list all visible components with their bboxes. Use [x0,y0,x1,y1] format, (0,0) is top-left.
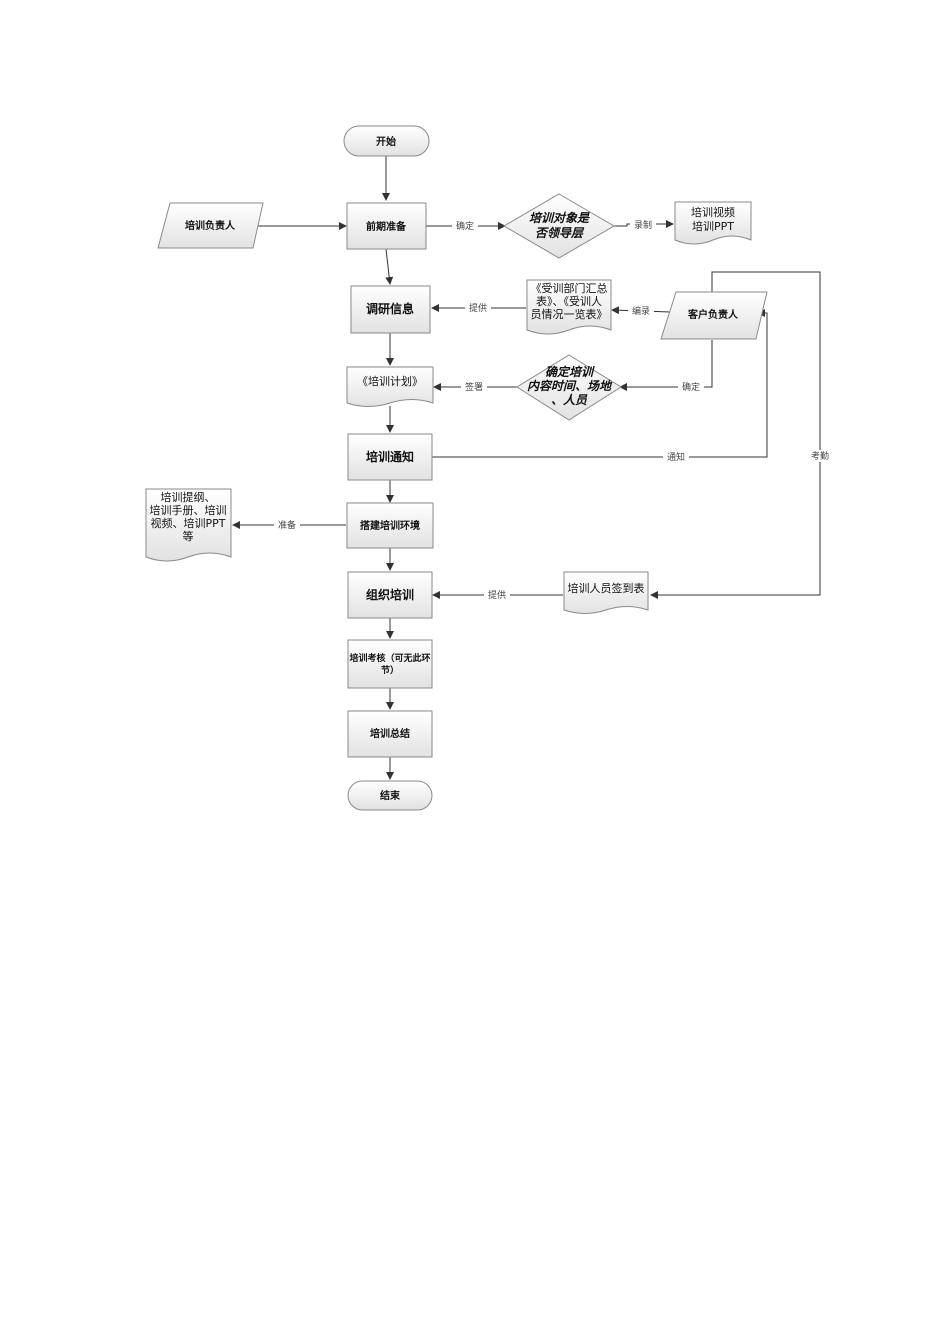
svg-text:培训手册、培训: 培训手册、培训 [150,503,227,517]
svg-text:培训提纲、: 培训提纲、 [161,490,216,504]
plan-document: 《培训计划》 [346,366,434,407]
prep-process: 前期准备 [346,202,427,250]
signin-document: 培训人员签到表 [563,571,649,614]
svg-text:培训考核（可无此环: 培训考核（可无此环 [349,652,430,664]
video-document: 培训视频 培训PPT [674,201,752,245]
svg-text:培训PPT: 培训PPT [692,219,734,233]
svg-text:《培训计划》: 《培训计划》 [357,374,423,388]
exam-process: 培训考核（可无此环 节） [347,639,433,689]
edge-label-confirm1: 确定 [456,220,474,232]
edge-label-provide2: 提供 [488,589,506,601]
svg-text:客户负责人: 客户负责人 [687,308,739,321]
svg-text:视频、培训PPT: 视频、培训PPT [151,516,226,530]
svg-text:前期准备: 前期准备 [366,220,407,233]
edge-label-prepare: 准备 [278,519,296,531]
end-terminator: 结束 [347,780,433,811]
edge-label-record: 录制 [634,219,652,231]
materials-document: 培训提纲、 培训手册、培训 视频、培训PPT 等 [145,488,232,562]
env-process: 搭建培训环境 [346,502,434,549]
trainer-data: 培训负责人 [157,202,264,249]
edge-label-notify: 通知 [667,451,685,463]
edge-label-provide1: 提供 [469,302,487,314]
edge-label-compile: 编录 [632,305,650,317]
svg-text:培训视频: 培训视频 [691,205,735,219]
svg-text:培训对象是: 培训对象是 [529,211,590,225]
svg-text:节）: 节） [381,664,399,676]
svg-text:组织培训: 组织培训 [366,587,414,602]
client-data: 客户负责人 [660,291,768,340]
svg-text:内容时间、场地: 内容时间、场地 [527,379,613,393]
research-process: 调研信息 [350,285,431,334]
svg-text:搭建培训环境: 搭建培训环境 [360,519,420,532]
decision-leadership: 培训对象是 否领导层 [503,193,615,259]
edge-label-sign: 签署 [465,381,483,393]
edge-label-attendance: 考勤 [811,450,829,462]
svg-text:结束: 结束 [380,789,401,802]
edge-prep-research [385,248,394,285]
svg-text:员情况一览表》: 员情况一览表》 [531,307,608,321]
svg-text:培训人员签到表: 培训人员签到表 [568,581,645,595]
edge-label-confirm2: 确定 [682,381,700,393]
svg-text:表》、《受训人: 表》、《受训人 [536,294,602,308]
svg-text:调研信息: 调研信息 [366,301,414,316]
svg-text:培训负责人: 培训负责人 [185,219,236,232]
conclude-process: 培训总结 [347,710,433,758]
decision-content: 确定培训 内容时间、场地 、人员 [516,354,622,421]
notice-process: 培训通知 [347,433,433,481]
svg-text:培训总结: 培训总结 [370,727,410,740]
svg-text:、人员: 、人员 [551,393,588,407]
svg-text:等: 等 [183,529,194,543]
organize-process: 组织培训 [347,571,433,619]
start-terminator: 开始 [343,125,430,157]
svg-text:开始: 开始 [376,135,396,148]
edge-client-decision2 [619,340,713,391]
svg-text:《受训部门汇总: 《受训部门汇总 [531,281,608,295]
summary-document: 《受训部门汇总 表》、《受训人 员情况一览表》 [526,279,612,335]
svg-text:否领导层: 否领导层 [535,226,585,240]
svg-text:培训通知: 培训通知 [366,449,414,464]
svg-text:确定培训: 确定培训 [545,365,595,379]
edge-attendance-loop [650,271,821,599]
